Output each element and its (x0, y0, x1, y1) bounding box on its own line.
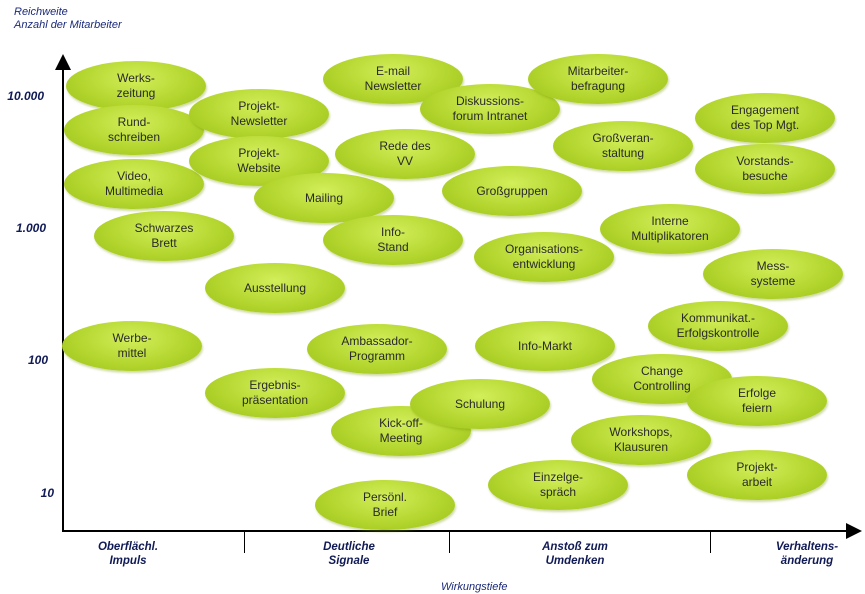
bubble-engagement-top-mgt: Engagement des Top Mgt. (695, 93, 835, 143)
y-axis-line (62, 62, 64, 532)
bubble-mailing: Mailing (254, 173, 394, 223)
bubble-organisationsentwicklung: Organisations- entwicklung (474, 232, 614, 282)
bubble-kick-off-meeting: Kick-off- Meeting (331, 406, 471, 456)
bubble-ausstellung: Ausstellung (205, 263, 345, 313)
x-category-deutliche-signale: Deutliche Signale (323, 541, 375, 567)
bubble-mitarbeiterbefragung: Mitarbeiter- befragung (528, 54, 668, 104)
y-axis-arrow-icon (55, 54, 71, 70)
bubble-video-multimedia: Video, Multimedia (64, 159, 204, 209)
bubble-grossgruppen: Großgruppen (442, 166, 582, 216)
bubble-diskussionsforum-intranet: Diskussions- forum Intranet (420, 84, 560, 134)
bubble-rede-des-vv: Rede des VV (335, 129, 475, 179)
x-axis-arrow-icon (846, 523, 862, 539)
bubble-rundschreiben: Rund- schreiben (64, 105, 204, 155)
y-tick-100: 100 (27, 353, 48, 367)
bubble-persoenl-brief: Persönl. Brief (315, 480, 455, 530)
x-category-divider (244, 531, 245, 553)
bubble-erfolge-feiern: Erfolge feiern (687, 376, 827, 426)
bubble-info-stand: Info- Stand (323, 215, 463, 265)
x-category-oberflaechl-impuls: Oberflächl. Impuls (97, 541, 159, 567)
bubble-ambassador-programm: Ambassador- Programm (307, 324, 447, 374)
y-tick-1000: 1.000 (15, 221, 46, 235)
bubble-ergebnispraesentation: Ergebnis- präsentation (205, 368, 345, 418)
x-category-verhaltensaenderung: Verhaltens- änderung (775, 541, 839, 567)
bubble-info-markt: Info-Markt (475, 321, 615, 371)
y-tick-10: 10 (40, 486, 54, 500)
bubble-vorstandsbesuche: Vorstands- besuche (695, 144, 835, 194)
bubble-messsysteme: Mess- systeme (703, 249, 843, 299)
bubble-interne-multiplikatoren: Interne Multiplikatoren (600, 204, 740, 254)
y-tick-10000: 10.000 (7, 89, 44, 103)
bubble-werkszeitung: Werks- zeitung (66, 61, 206, 111)
bubble-kommunikat-erfolgskontrolle: Kommunikat.- Erfolgskontrolle (648, 301, 788, 351)
x-axis-title: Wirkungstiefe (441, 581, 508, 593)
y-axis-subtitle: Anzahl der Mitarbeiter (14, 19, 122, 31)
bubble-schulung: Schulung (410, 379, 550, 429)
bubble-einzelgespraech: Einzelge- spräch (488, 460, 628, 510)
x-category-divider (710, 531, 711, 553)
bubble-grossveranstaltung: Großveran- staltung (553, 121, 693, 171)
y-axis-title: Reichweite (14, 6, 68, 18)
x-category-anstoss-zum-umdenken: Anstoß zum Umdenken (542, 541, 608, 567)
bubble-projekt-newsletter: Projekt- Newsletter (189, 89, 329, 139)
bubble-werbemittel: Werbe- mittel (62, 321, 202, 371)
x-axis-line (62, 530, 852, 532)
x-category-divider (449, 531, 450, 553)
bubble-workshops-klausuren: Workshops, Klausuren (571, 415, 711, 465)
bubble-schwarzes-brett: Schwarzes Brett (94, 211, 234, 261)
bubble-email-newsletter: E-mail Newsletter (323, 54, 463, 104)
bubble-projektarbeit: Projekt- arbeit (687, 450, 827, 500)
